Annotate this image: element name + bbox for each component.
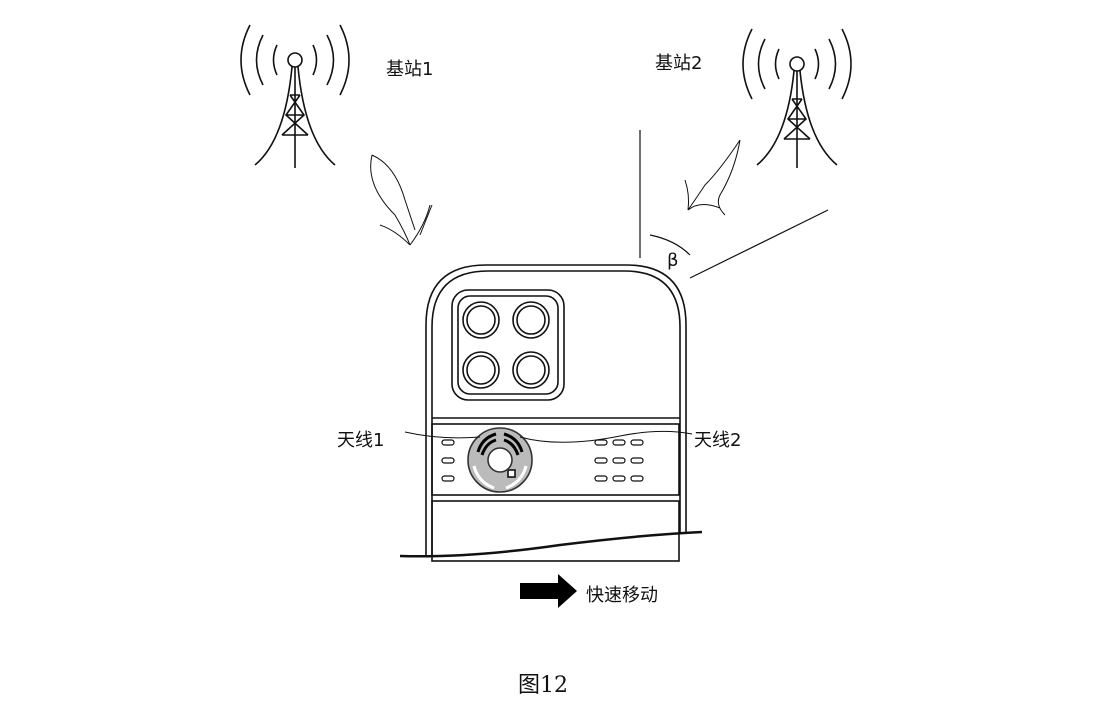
signal-beam-2-icon — [684, 139, 741, 216]
figure-caption: 图12 — [518, 673, 568, 698]
antenna-module-icon — [467, 427, 533, 493]
base-station-1-tower-icon — [240, 24, 350, 168]
signal-beam-1-icon — [370, 154, 433, 246]
base-station-2-label: 基站2 — [655, 53, 703, 74]
base-station-2-tower-icon — [742, 28, 852, 168]
phone-back — [425, 264, 687, 562]
antenna-2-label: 天线2 — [694, 430, 742, 451]
motion-label: 快速移动 — [586, 585, 658, 606]
arrow-right-icon — [520, 574, 577, 608]
antenna-2-leader — [519, 430, 693, 443]
antenna-1-leader — [404, 431, 481, 439]
base-station-1-label: 基站1 — [386, 59, 434, 80]
camera-lens-icon — [462, 301, 550, 389]
angle-beta-label: β — [667, 250, 679, 271]
angle-beta-marker — [639, 130, 829, 279]
ground-line — [399, 530, 703, 558]
antenna-1-label: 天线1 — [337, 430, 385, 451]
